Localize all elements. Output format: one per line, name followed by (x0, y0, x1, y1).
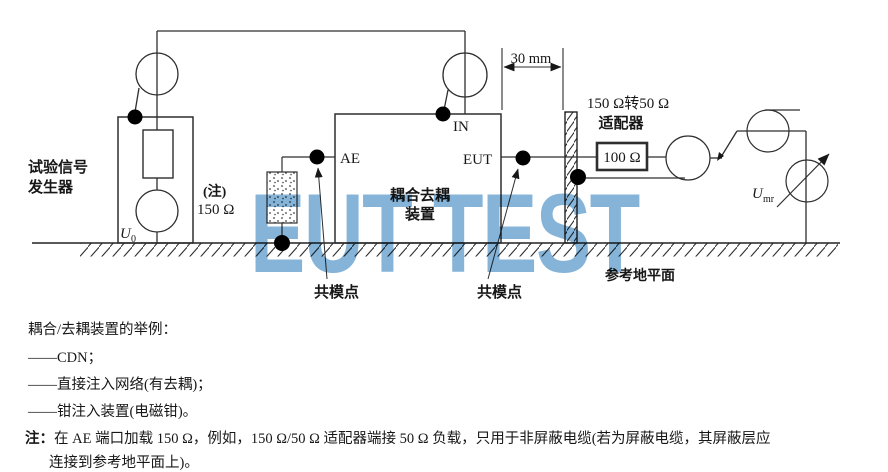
ground-hatch (80, 243, 838, 257)
dimension-30mm (501, 48, 564, 110)
adapter-title-line1: 150 Ω转50 Ω (587, 95, 669, 112)
cable-choke-right (442, 52, 488, 98)
umr-label: U (752, 186, 764, 202)
adapter-title-line2: 适配器 (598, 114, 644, 132)
example-item-direct-injection: ——直接注入网络(有去耦)； (28, 377, 212, 393)
ground-plane-label: 参考地平面 (605, 267, 675, 284)
common-mode-arrows (314, 167, 520, 280)
connection-dots (127, 106, 586, 251)
u0-label: U (120, 226, 132, 242)
dimension-label: 30 mm (511, 51, 552, 67)
generator-label-line2: 发生器 (27, 178, 74, 196)
eut-cable (501, 109, 807, 243)
cable-end-arrow (717, 152, 724, 161)
note-line2: 连接到参考地平面上)。 (49, 455, 199, 471)
stipple-load (266, 171, 298, 224)
generator-label-line1: 试验信号 (28, 158, 88, 176)
generator-source-circle (135, 189, 179, 233)
port-ae-label: AE (340, 151, 360, 167)
common-mode-label-left: 共模点 (314, 283, 359, 301)
example-item-cdn: ——CDN； (28, 350, 103, 366)
coupling-decoupling-device (334, 113, 502, 244)
test-setup-diagram: 试验信号 发生器 U 0 (注) 150 Ω AE IN EUT 耦合去耦 装置… (27, 30, 840, 301)
cdn-box (334, 113, 502, 244)
common-mode-label-right: 共模点 (477, 283, 522, 301)
cdn-name-line2: 装置 (404, 205, 435, 223)
umr-voltmeter (776, 153, 830, 208)
example-item-clamp-injection: ——钳注入装置(电磁钳)。 (28, 404, 198, 420)
u0-subscript: 0 (131, 234, 136, 245)
cable-choke-left (135, 52, 179, 96)
resistor-100ohm-label: 100 Ω (603, 150, 640, 166)
port-eut-label: EUT (463, 152, 492, 168)
note-label: 注： (25, 431, 54, 447)
signal-generator (117, 116, 194, 244)
note-text-1: 在 AE 端口加载 150 Ω，例如，150 Ω/50 Ω 适配器端接 50 Ω… (54, 431, 771, 447)
cdn-name-line1: 耦合去耦 (390, 186, 450, 204)
note-line1: 注：在 AE 端口加载 150 Ω，例如，150 Ω/50 Ω 适配器端接 50… (25, 427, 771, 448)
generator-box (117, 116, 194, 244)
generator-resistor (142, 129, 174, 179)
injection-cable (134, 30, 488, 130)
ae-note-ref: (注) (203, 183, 227, 200)
ferrite-clamp-1 (665, 135, 711, 181)
ae-termination-value: 150 Ω (197, 202, 234, 218)
reference-ground-plane (32, 242, 840, 257)
examples-title: 耦合/去耦装置的举例： (28, 322, 178, 338)
ae-termination-150ohm (266, 156, 335, 238)
port-in-label: IN (453, 119, 469, 135)
umr-subscript: mr (763, 194, 775, 205)
